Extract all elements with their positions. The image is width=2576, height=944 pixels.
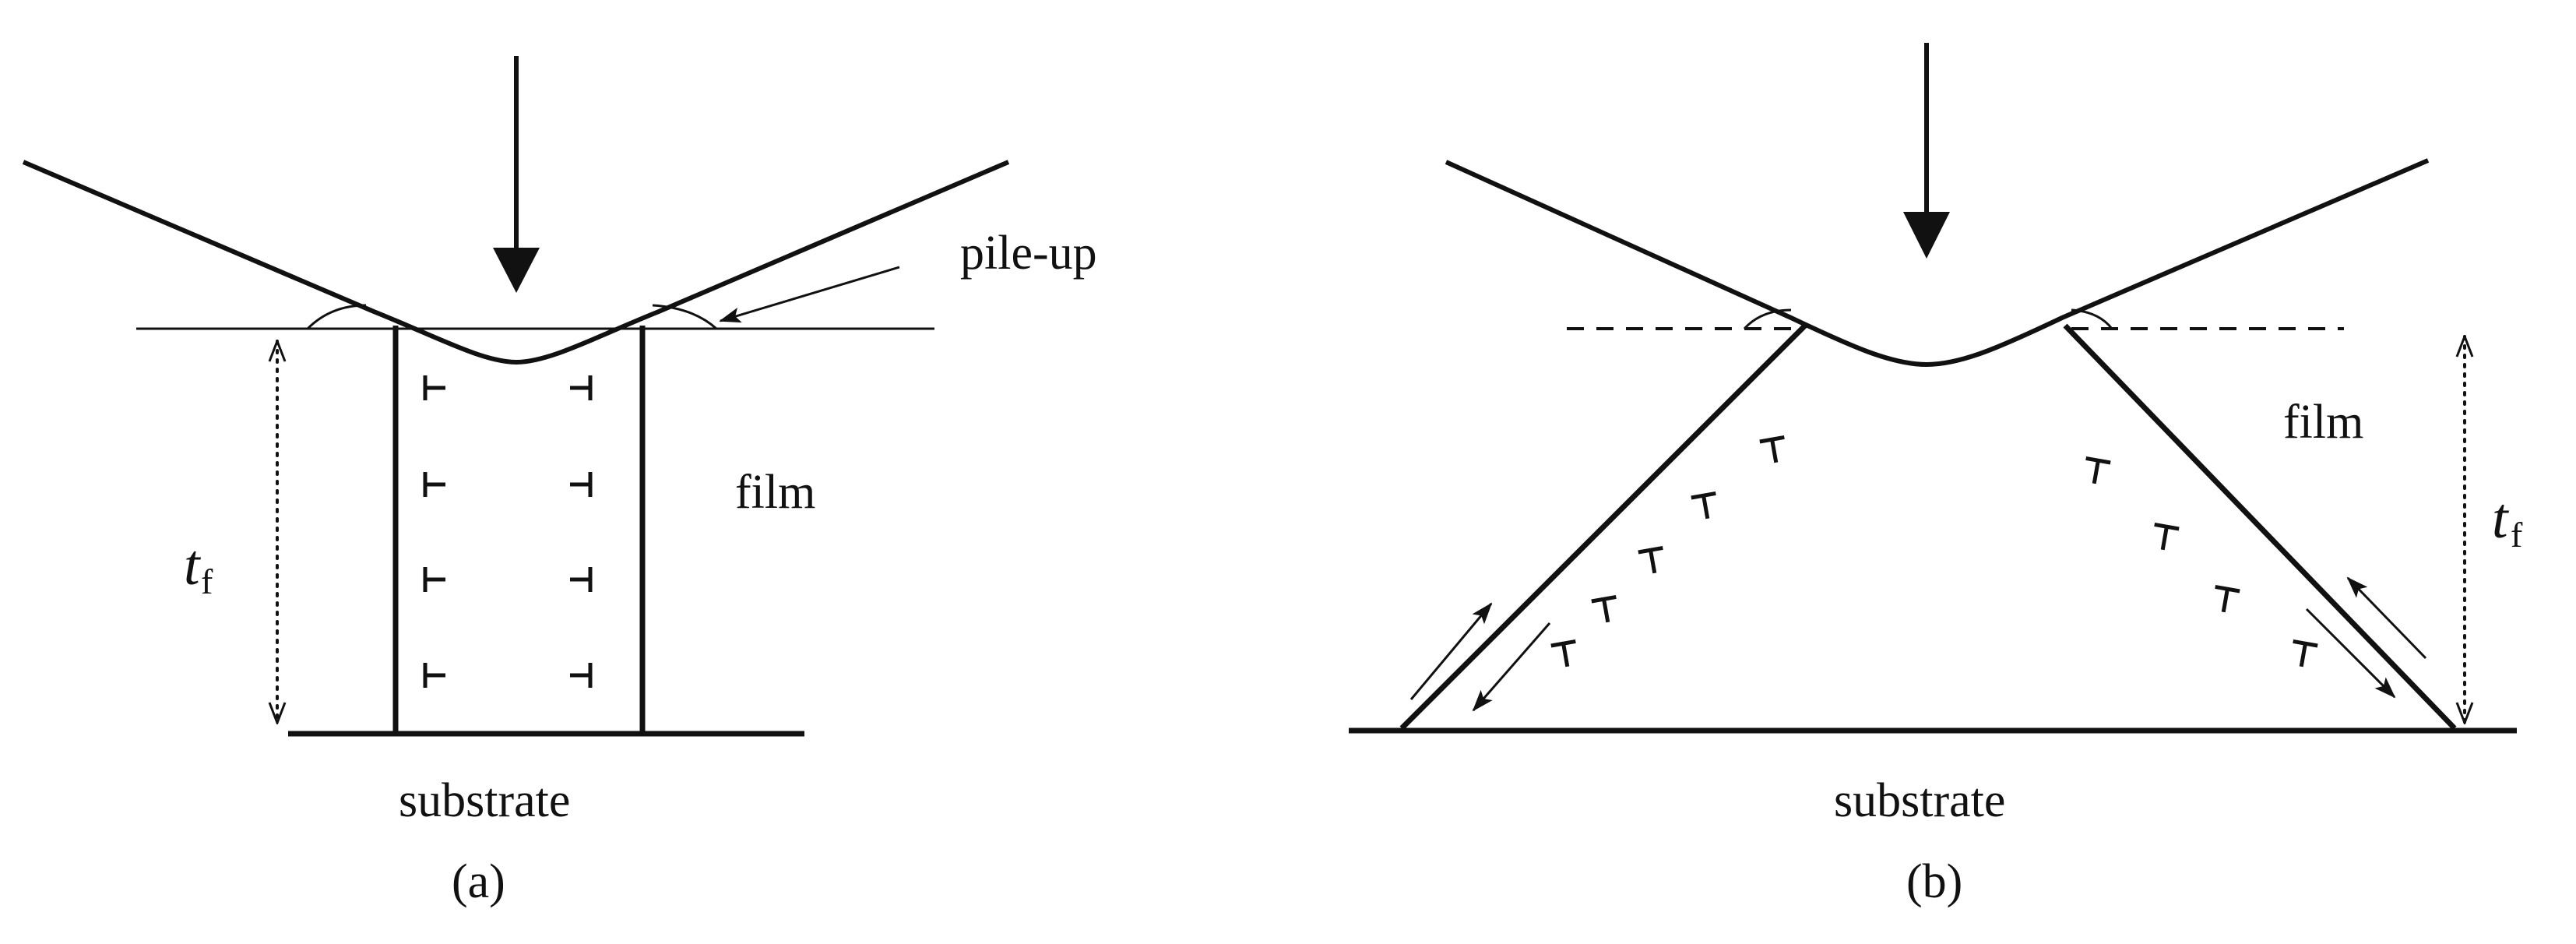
panel-caption-a: (a) [452, 855, 505, 908]
pile-up-left [306, 304, 367, 330]
panel-caption-b: (b) [1906, 855, 1962, 908]
dislocation-tee-icon [1691, 491, 1716, 520]
shear-arrow-right-up [2346, 576, 2427, 660]
indenter-profile-a [22, 160, 1010, 365]
dislocations-left-b [1550, 435, 1785, 667]
panel-a: pile-up film substrate (a) t f [22, 56, 1097, 908]
thickness-subscript-b: f [2511, 515, 2523, 555]
down-arrow-icon [493, 56, 540, 293]
pile-up-pointer [719, 266, 900, 323]
down-arrow-icon [1903, 43, 1950, 259]
panel-b: film substrate (b) t f [1349, 43, 2523, 908]
dislocations-right-b [2085, 456, 2318, 667]
film-label-a: film [735, 466, 815, 519]
dislocation-tee-icon [1591, 594, 1617, 623]
slip-plane-left [1399, 323, 1807, 731]
dislocations-right-a [570, 375, 593, 688]
shear-arrow-right-down [2305, 608, 2396, 699]
dislocation-tee-icon [570, 375, 593, 400]
dislocation-tee-icon [423, 472, 445, 497]
indenter-profile-b [1445, 158, 2430, 368]
dislocation-tee-icon [2293, 639, 2318, 667]
pile-up-left-b [1743, 308, 1792, 330]
dislocation-tee-icon [2215, 584, 2240, 613]
dislocation-tee-icon [2085, 456, 2111, 484]
shear-arrow-left-down [1472, 622, 1551, 712]
dislocation-tee-icon [1638, 545, 1663, 574]
dislocation-tee-icon [1550, 639, 1576, 667]
dislocation-tee-icon [1759, 435, 1785, 463]
dislocation-tee-icon [2154, 522, 2180, 551]
substrate-label-b: substrate [1834, 774, 2005, 827]
dislocation-tee-icon [570, 663, 593, 688]
shear-arrow-left-up [1409, 602, 1493, 700]
dislocations-left-a [423, 375, 445, 688]
dislocation-tee-icon [423, 663, 445, 688]
dislocation-tee-icon [570, 472, 593, 497]
dislocation-tee-icon [423, 567, 445, 592]
film-label-b: film [2283, 396, 2363, 449]
slip-plane-right [2063, 323, 2457, 731]
thickness-subscript-a: f [201, 562, 213, 601]
pile-up-label: pile-up [960, 227, 1097, 280]
substrate-label-a: substrate [399, 774, 570, 827]
pile-up-right-b [2071, 308, 2113, 329]
thickness-symbol-b: t [2492, 487, 2510, 551]
pile-up-right [652, 304, 718, 330]
dislocation-tee-icon [423, 375, 445, 400]
dislocation-tee-icon [570, 567, 593, 592]
thickness-symbol-a: t [184, 534, 202, 597]
